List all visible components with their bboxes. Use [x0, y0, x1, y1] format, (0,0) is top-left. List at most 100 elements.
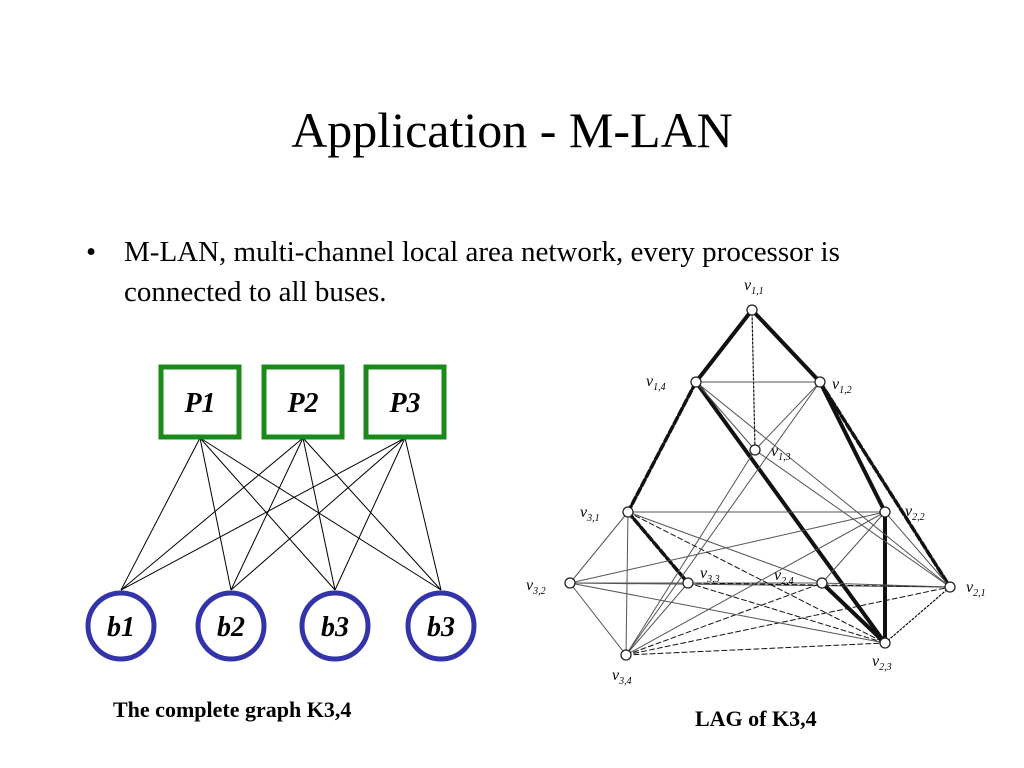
lag-vertex-dot: [620, 649, 632, 661]
bus-node: b1: [85, 590, 157, 662]
lag-vertex: v1,1: [744, 277, 764, 316]
lag-edge: [884, 586, 951, 644]
lag-edge: [627, 511, 823, 584]
lag-vertex: v3,2: [526, 577, 576, 597]
k34-edge: [404, 437, 442, 591]
k34-edge: [120, 437, 201, 591]
processor-label: P2: [286, 388, 318, 419]
bus-label: b2: [217, 612, 245, 643]
lag-vertex-label: v2,3: [872, 653, 892, 673]
lag-edge: [569, 511, 886, 584]
left-diagram-caption: The complete graph K3,4: [113, 697, 352, 722]
lag-vertex-dot: [746, 304, 758, 316]
lag-vertex-dot: [682, 577, 694, 589]
bus-label: b1: [107, 612, 135, 643]
lag-vertex-dot: [690, 376, 702, 388]
slide-title: Application - M-LAN: [291, 102, 733, 158]
lag-edge: [751, 309, 756, 451]
lag-vertex-label: v1,4: [646, 373, 666, 393]
lag-vertex-label: v1,1: [744, 277, 764, 297]
k34-edge: [120, 437, 406, 591]
lag-edge: [625, 511, 886, 656]
lag-edge: [627, 511, 886, 644]
lag-vertex: v1,4: [646, 373, 702, 393]
lag-edge: [818, 380, 887, 514]
bullet-dot-icon: •: [86, 236, 97, 268]
lag-vertex-label: v2,1: [966, 579, 986, 599]
lag-vertex-dot: [622, 506, 634, 518]
lag-edge: [625, 586, 951, 656]
lag-vertex-label: v3,2: [526, 577, 546, 597]
k34-edges: [120, 437, 442, 591]
lag-vertex-label: v3,1: [580, 504, 600, 524]
k34-edge: [230, 437, 406, 591]
lag-vertex-dot: [564, 577, 576, 589]
lag-vertex: v1,2: [814, 376, 852, 396]
lag-vertex: v1,3: [749, 443, 791, 463]
processor-node: P3: [363, 364, 447, 440]
lag-edge: [694, 308, 754, 384]
k34-edge: [334, 437, 406, 591]
lag-vertex-dot: [814, 376, 826, 388]
lag-edge: [569, 582, 627, 656]
processor-label: P3: [388, 388, 420, 419]
lag-edge: [625, 642, 886, 656]
bus-circle: [299, 590, 371, 662]
lag-edge: [625, 449, 756, 656]
lag-vertex: v3,4: [612, 649, 632, 687]
bus-circle: [195, 590, 267, 662]
lag-edge: [625, 381, 821, 656]
processor-box: [158, 364, 242, 440]
k34-nodes: P1 P2 P3 b1 b2 b3 b3: [85, 364, 477, 662]
lag-vertex: v2,2: [879, 503, 925, 523]
k34-edge: [302, 437, 336, 591]
lag-edge: [884, 511, 951, 588]
bus-circle: [405, 590, 477, 662]
lag-vertex-label: v3,3: [700, 565, 720, 585]
lag-vertex-label: v1,2: [832, 376, 852, 396]
lag-edge: [750, 308, 822, 384]
k34-edge: [302, 437, 442, 591]
lag-edge: [569, 582, 886, 644]
bus-circle: [85, 590, 157, 662]
lag-edge: [625, 582, 823, 656]
k34-edge: [120, 437, 304, 591]
lag-vertex: v3,1: [580, 504, 634, 524]
lag-edge: [821, 511, 886, 584]
lag-edge: [569, 511, 629, 584]
lag-edges: [569, 308, 952, 656]
bus-label: b3: [427, 612, 455, 643]
processor-box: [363, 364, 447, 440]
k34-edge: [199, 437, 442, 591]
lag-vertex-dot: [944, 581, 956, 593]
k34-edge: [230, 437, 304, 591]
lag-edge: [695, 381, 951, 588]
lag-vertex-label: v3,4: [612, 667, 632, 687]
lag-vertex: v2,1: [944, 579, 986, 599]
processor-label: P1: [183, 388, 215, 419]
lag-vertex-dot: [816, 577, 828, 589]
lag-vertex-dot: [879, 506, 891, 518]
lag-vertex-dot: [749, 444, 761, 456]
bus-label: b3: [321, 612, 349, 643]
bus-node: b3: [405, 590, 477, 662]
processor-node: P1: [158, 364, 242, 440]
lag-vertex-dot: [879, 637, 891, 649]
right-diagram-caption: LAG of K3,4: [695, 706, 817, 731]
lag-edge: [818, 380, 952, 589]
lag-vertex-label: v1,3: [771, 443, 791, 463]
processor-box: [261, 364, 345, 440]
lag-edge: [626, 510, 690, 585]
lag-edge: [687, 582, 886, 644]
lag-edge: [569, 582, 951, 588]
processor-node: P2: [261, 364, 345, 440]
k34-edge: [199, 437, 232, 591]
lag-edge: [821, 582, 951, 588]
lag-edge: [754, 381, 821, 451]
bus-node: b3: [299, 590, 371, 662]
bus-node: b2: [195, 590, 267, 662]
lag-edge: [695, 381, 756, 451]
bullet-text: M-LAN, multi-channel local area network,…: [124, 236, 840, 308]
